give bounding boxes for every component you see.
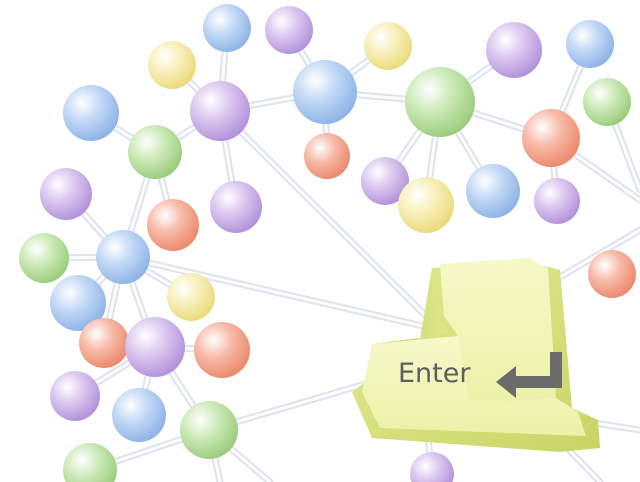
red-atom: [194, 322, 250, 378]
purple-atom: [125, 317, 185, 377]
purple-atom: [210, 181, 262, 233]
enter-key: Enter: [352, 258, 600, 452]
blue-atom: [466, 164, 520, 218]
blue-atom: [96, 230, 150, 284]
purple-atom: [50, 371, 100, 421]
return-arrow-icon: [496, 352, 562, 398]
enter-key-step: [372, 268, 448, 344]
red-atom: [304, 133, 350, 179]
green-atom: [180, 401, 238, 459]
green-atom: [405, 67, 475, 137]
red-atom: [147, 199, 199, 251]
blue-atom: [293, 60, 357, 124]
red-atom: [588, 250, 636, 298]
enter-key-top-upper: [440, 258, 556, 402]
bond-highlight: [218, 109, 442, 332]
yellow-atom: [148, 41, 196, 89]
enter-key-top-lower: [362, 336, 586, 436]
yellow-atom: [167, 273, 215, 321]
purple-atom: [190, 81, 250, 141]
green-atom: [63, 443, 117, 482]
purple-atom: [40, 168, 92, 220]
blue-atom: [566, 20, 614, 68]
atom-spheres: [19, 4, 636, 482]
purple-atom: [486, 22, 542, 78]
blue-atom: [203, 4, 251, 52]
purple-atom: [534, 178, 580, 224]
purple-atom: [410, 452, 454, 482]
bond-highlight: [121, 255, 442, 332]
red-atom: [522, 109, 580, 167]
purple-atom: [361, 157, 409, 205]
yellow-atom: [364, 22, 412, 70]
enter-key-label: Enter: [398, 358, 471, 389]
green-atom: [583, 78, 631, 126]
green-atom: [128, 125, 182, 179]
blue-atom: [50, 275, 106, 331]
blue-atom: [63, 85, 119, 141]
green-atom: [19, 233, 69, 283]
yellow-atom: [398, 177, 454, 233]
blue-atom: [112, 388, 166, 442]
red-atom: [79, 318, 129, 368]
purple-atom: [265, 6, 313, 54]
